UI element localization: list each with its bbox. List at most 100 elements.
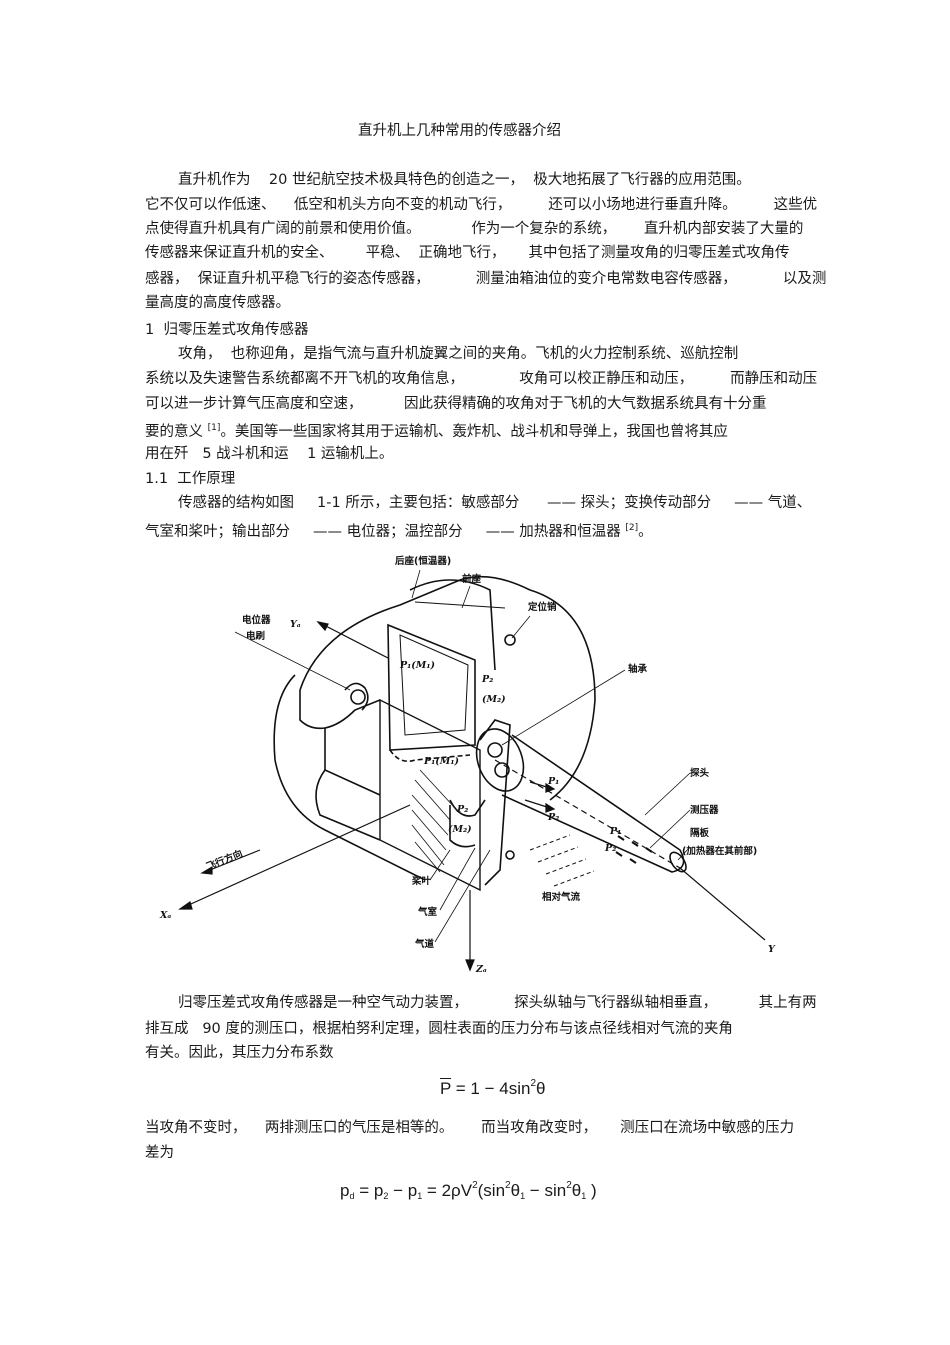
section-1-line-4: 要的意义 [1]。美国等一些国家将其用于运输机、轰炸机、战斗机和导弹上，我国也曾… — [145, 418, 728, 442]
section-1-1-line-2: 气室和桨叶；输出部分 —— 电位器；温控部分 —— 加热器和恒温器 [2]。 — [145, 518, 653, 542]
axis-ya-arrow — [316, 621, 329, 632]
housing-top-outline — [299, 575, 531, 691]
section-1-1-line-2-text: 气室和桨叶；输出部分 —— 电位器；温控部分 —— 加热器和恒温器 — [145, 524, 621, 540]
label-potentiometer: 电位器 — [242, 614, 271, 626]
cutaway-left — [324, 728, 381, 796]
label-axis-y: Y — [768, 944, 776, 955]
eq2-d: d — [349, 1191, 355, 1201]
section-1-line-4-cont: 。美国等一些国家将其用于运输机、轰炸机、战斗机和导弹上，我国也曾将其应 — [220, 424, 728, 440]
axis-xa-arrow — [178, 901, 193, 910]
flight-dir-line — [204, 849, 261, 873]
section-1-1-line-1: 传感器的结构如图 1-1 所示，主要包括：敏感部分 —— 探头；变换传动部分 —… — [178, 495, 812, 511]
eq2-two: = 2 — [422, 1181, 452, 1200]
eq2-open: (sin — [477, 1181, 506, 1200]
figure-drawing — [273, 575, 687, 892]
locating-pin-bottom — [505, 850, 515, 860]
bearing-disk — [475, 728, 525, 792]
locating-pin-top — [504, 634, 516, 646]
label-heater-note: (加热器在其前部) — [682, 845, 757, 857]
label-pressure-sensor: 测压器 — [690, 804, 719, 816]
eq2-p: p — [340, 1181, 350, 1200]
label-front-seat: 前座 — [462, 573, 482, 585]
housing-right-outline — [529, 589, 596, 801]
airflow-arrows — [529, 834, 595, 887]
duct-lower — [449, 799, 486, 817]
equation-pressure-coefficient: P = 1 − 4sin2θ — [440, 1078, 545, 1099]
eq2-vexp: 2 — [472, 1180, 478, 1191]
citation-2: [2] — [625, 523, 639, 533]
label-axis-ya: Yₐ — [290, 619, 301, 630]
eq2-mid: − sin — [525, 1181, 567, 1200]
intro-line-3: 点使得直升机具有广阔的前景和使用价值。 作为一个复杂的系统， 直升机内部安装了大… — [145, 221, 804, 237]
port-1 — [487, 742, 503, 758]
vane-chamber — [449, 805, 476, 848]
label-air-chamber: 气室 — [417, 906, 438, 918]
eq2-rho: ρ — [451, 1181, 461, 1200]
section-1-line-4-text: 要的意义 — [145, 424, 203, 440]
body2-line-1: 归零压差式攻角传感器是一种空气动力装置， 探头纵轴与飞行器纵轴相垂直， 其上有两 — [178, 995, 817, 1011]
label-locating-pin: 定位销 — [527, 601, 557, 613]
p1-arrow-head — [545, 782, 556, 793]
body3-line-1: 当攻角不变时， 两排测压口的气压是相等的。 而当攻角改变时， 测压口在流场中敏感… — [145, 1120, 795, 1136]
label-bearing: 轴承 — [628, 663, 648, 675]
intro-line-1: 直升机作为 20 世纪航空技术极具特色的创造之一， 极大地拓展了飞行器的应用范围… — [178, 172, 751, 188]
inner-chamber — [387, 623, 476, 751]
section-1-line-5: 用在歼 5 战斗机和运 1 运输机上。 — [145, 446, 394, 462]
intro-line-4: 传感器来保证直升机的安全、 平稳、 正确地飞行， 其中包括了测量攻角的归零压差式… — [145, 245, 790, 261]
eq2-e1: 2 — [505, 1180, 511, 1191]
section-1-heading: 1 归零压差式攻角传感器 — [145, 322, 309, 338]
citation-1: [1] — [207, 423, 221, 433]
label-partition: 隔板 — [690, 827, 710, 839]
axis-xa-line — [181, 804, 411, 909]
axis-ya-line — [317, 621, 389, 659]
eq2-th1: θ — [510, 1181, 521, 1200]
label-air-duct: 气道 — [414, 938, 435, 950]
label-rear-seat: 后座(恒温器) — [395, 555, 451, 567]
eq1-rhs: = 1 − 4sin — [451, 1079, 531, 1098]
body3-line-2: 差为 — [145, 1145, 174, 1161]
eq2-s1: 1 — [417, 1191, 423, 1201]
left-cyl-mid — [324, 699, 381, 729]
cutaway-block — [379, 698, 481, 892]
sensor-structure-figure: 后座(恒温器) 前座 定位销 电位器 电刷 Yₐ 轴承 探头 测压器 隔板 (加… — [159, 555, 776, 975]
port-2 — [494, 762, 510, 778]
p2-arrow-head — [545, 802, 556, 813]
axis-za-arrow — [465, 959, 475, 972]
flight-dir-arrow — [200, 865, 213, 875]
brush-pivot — [350, 689, 366, 705]
label-vane: 桨叶 — [411, 875, 432, 887]
eq2-close: ) — [586, 1181, 597, 1200]
eq1-lhs: P — [440, 1079, 452, 1098]
left-cylinder — [273, 674, 426, 881]
cutaway-bottom-left — [315, 769, 381, 841]
label-relative-airflow: 相对气流 — [542, 891, 581, 903]
label-p2-probe: P₂ — [604, 843, 616, 854]
intro-line-2: 它不仅可以作低速、 低空和机头方向不变的机动飞行， 还可以小场地进行垂直升降。 … — [145, 197, 818, 213]
label-axis-xa: Xₐ — [159, 910, 171, 921]
equation-pressure-difference: pd = p2 − p1 = 2ρV2(sin2θ1 − sin2θ1 ) — [340, 1180, 597, 1201]
axis-y-line — [679, 867, 766, 941]
eq1-exp: 2 — [530, 1078, 536, 1089]
eq2-minus: − p — [388, 1181, 418, 1200]
label-m2-low: (M₂) — [448, 824, 472, 835]
intro-line-6: 量高度的高度传感器。 — [145, 295, 290, 311]
section-1-line-2: 系统以及失速警告系统都离不开飞机的攻角信息， 攻角可以校正静压和动压， 而静压和… — [145, 371, 818, 387]
label-p1-arrow: P₁ — [547, 776, 559, 787]
label-p1m1-mid: P₁(M₁) — [423, 756, 459, 767]
front-seat-inner — [414, 601, 506, 609]
shaft-housing — [479, 719, 511, 886]
label-p2-low: P₂ — [456, 804, 468, 815]
body2-line-3: 有关。因此，其压力分布系数 — [145, 1045, 334, 1061]
body2-line-2: 排互成 90 度的测压口，根据柏努利定理，圆柱表面的压力分布与该点径线相对气流的… — [145, 1021, 733, 1037]
section-1-line-1: 攻角， 也称迎角，是指气流与直升机旋翼之间的夹角。飞机的火力控制系统、巡航控制 — [178, 346, 739, 362]
label-p2-arrow: P₂ — [547, 812, 559, 823]
front-seat — [409, 579, 496, 671]
label-flight-direction: 飞行方向 — [205, 847, 245, 872]
axes — [178, 621, 766, 972]
label-p2-top: P₂ — [481, 674, 493, 685]
leader-lines — [234, 569, 691, 943]
eq2-e2: 2 — [566, 1180, 572, 1191]
eq2-th2: θ — [571, 1181, 582, 1200]
section-1-1-heading: 1.1 工作原理 — [145, 471, 236, 487]
left-cyl-top — [299, 690, 326, 730]
